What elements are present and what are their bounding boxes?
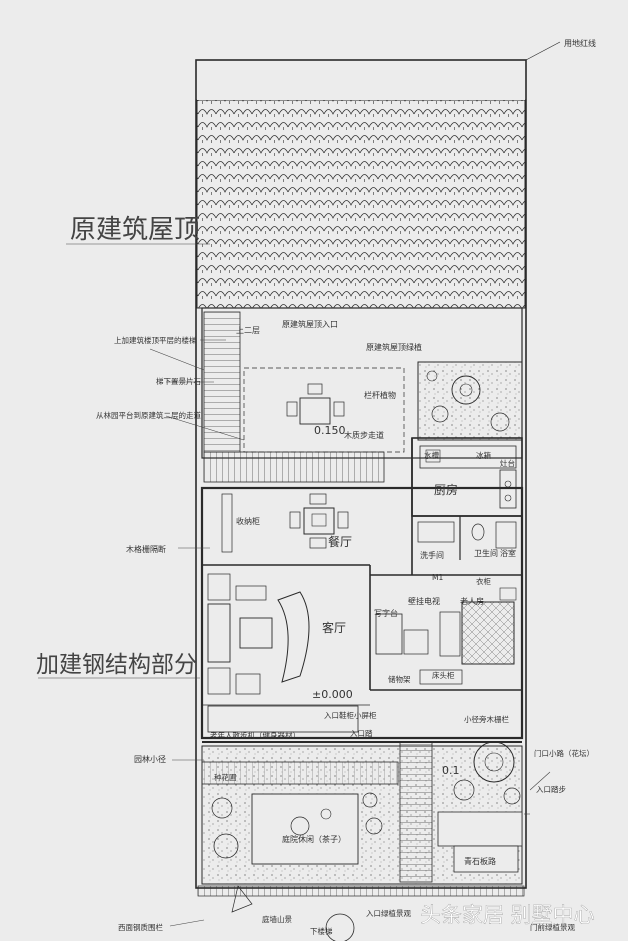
elder-room-label: 老人房: [460, 596, 484, 606]
elder-bedroom-furniture: [375, 587, 517, 685]
fridge-label: 冰箱: [476, 450, 491, 460]
railing-planter-label: 栏杆植物: [364, 390, 396, 400]
linked-corridor-label: 从林园平台到原建筑二层的走道: [96, 410, 201, 420]
orig-roof-garden-label: 原建筑屋顶绿植: [366, 342, 422, 352]
garden-area: [197, 741, 525, 941]
living-label: 客厅: [322, 620, 346, 635]
door-label: M1: [432, 573, 443, 582]
original-roof-label: 原建筑屋顶: [70, 215, 200, 245]
desk-label: 写字台: [374, 608, 398, 618]
entry-cabinet-label: 入口鞋柜小屏柜: [324, 710, 377, 720]
storage-shelf-label: 储物架: [388, 674, 411, 684]
bath-label: 浴室: [500, 548, 516, 558]
entry-step-label: 入口踏: [350, 728, 373, 738]
house-walls: [200, 437, 524, 743]
wash-basin-label: 洗手间: [420, 550, 444, 560]
wood-partition-label: 木格栅隔断: [126, 544, 166, 554]
bed-cabinet-label: 床头柜: [432, 670, 455, 680]
flower-bed-label: 种花圃: [214, 772, 237, 782]
wood-deck-label: 木质步走道: [344, 430, 384, 440]
bathroom-fixtures: [417, 521, 517, 549]
dining-table: [221, 493, 349, 553]
down-steps-label: 下楼梯: [310, 926, 333, 936]
watermark-text: 头条家居 别墅中心: [420, 903, 595, 927]
dining-label: 餐厅: [328, 534, 352, 549]
entry-side-label: 入口踏步: [536, 784, 566, 794]
sink-label: 水槽: [424, 450, 439, 460]
property-line-label: 用地红线: [564, 38, 596, 48]
wheelchair-ramp-label: 老年人散步机（健身器材）: [210, 730, 300, 740]
kitchen-label: 厨房: [434, 482, 458, 497]
stone-path-label: 青石板路: [464, 856, 496, 866]
small-path-planting-label: 小径旁木栅栏: [464, 714, 509, 724]
stairs-to-roof-label: 上加建筑楼顶平层的楼梯: [114, 335, 197, 345]
labels: 用地红线 原建筑屋顶 加建钢结构部分 上二层 原建筑屋顶入口 原建筑屋顶绿植 上…: [36, 38, 596, 936]
level-ground-label: ±0.000: [312, 688, 353, 701]
stove-label: 灶台: [500, 458, 515, 468]
to-second-floor-label: 上二层: [236, 326, 260, 335]
wc-label: 卫生间: [474, 548, 498, 558]
gate-landscape-label: 门前绿植景观: [530, 922, 575, 932]
original-roof: [196, 61, 526, 309]
orig-roof-entrance-label: 原建筑屋顶入口: [282, 319, 338, 329]
steel-structure-label: 加建钢结构部分: [36, 652, 197, 678]
garden-path-label: 园林小径: [134, 754, 166, 764]
sideboard-label: 收纳柜: [236, 516, 260, 526]
level-garden-label: 0.1: [442, 764, 460, 777]
courtyard-lounge-label: 庭院休闲（茶子）: [282, 834, 346, 844]
stairs-down-label: 梯下置景片石: [156, 376, 201, 386]
hedge-label: 庭墙山景: [262, 914, 292, 924]
wall-tv-label: 壁挂电视: [408, 596, 440, 606]
leader-lines: [38, 243, 551, 927]
living-furniture: [207, 573, 359, 733]
west-fence-label: 西面钢质围栏: [118, 922, 163, 932]
terrace-area: [201, 307, 523, 483]
level-upper-label: 0.150: [314, 424, 346, 437]
entry-sign-label: 入口绿植景观: [366, 908, 411, 918]
small-gate-label: 门口小路（花坛）: [534, 748, 594, 758]
wardrobe-label: 衣柜: [476, 576, 491, 586]
kitchen-fixtures: [419, 445, 517, 509]
